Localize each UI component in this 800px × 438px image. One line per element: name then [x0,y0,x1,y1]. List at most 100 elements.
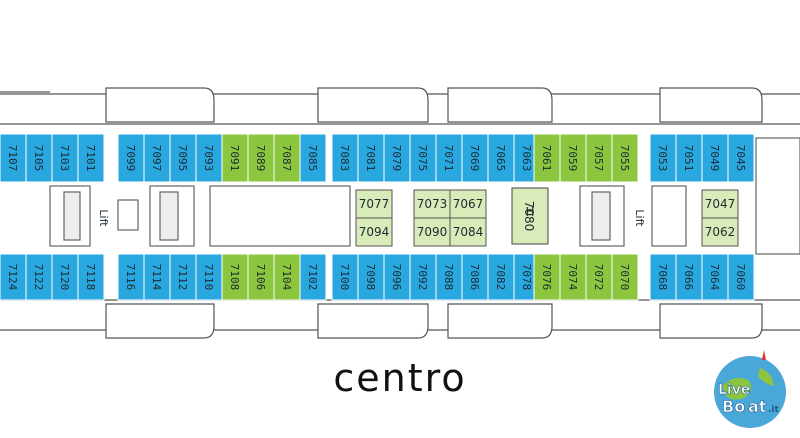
cabin-block [77,133,105,183]
cabin-7062[interactable]: 7062 [701,217,739,247]
cabin-7073[interactable]: 7073 [413,189,451,219]
cabin-7087[interactable]: 7087 [273,133,301,183]
cabin-7064[interactable]: 7064 [701,253,729,301]
cabin-number: 7104 [280,264,293,291]
cabin-7094[interactable]: 7094 [355,217,393,247]
cabin-7045[interactable]: 7045 [727,133,755,183]
cabin-block [533,253,561,301]
cabin-7120[interactable]: 7120 [51,253,79,301]
cabin-7072[interactable]: 7072 [585,253,613,301]
cabin-block [299,133,327,183]
cabin-number: 7078 [520,264,533,291]
cabin-7104[interactable]: 7104 [273,253,301,301]
cabin-7081[interactable]: 7081 [357,133,385,183]
cabin-7089[interactable]: 7089 [247,133,275,183]
cabin-7082[interactable]: 7082 [487,253,515,301]
cabin-7118[interactable]: 7118 [77,253,105,301]
cabin-7077[interactable]: 7077 [355,189,393,219]
cabin-7065[interactable]: 7065 [487,133,515,183]
cabin-block [247,253,275,301]
handicap-cabin[interactable]: H 7080 [511,187,549,245]
logo-land [722,378,752,400]
cabin-block [195,253,223,301]
cabin-7091[interactable]: 7091 [221,133,249,183]
cabin-block [383,253,411,301]
lift-shaft-left [117,199,139,231]
aft-service-area [755,137,800,255]
cabin-7088[interactable]: 7088 [435,253,463,301]
cabin-7075[interactable]: 7075 [409,133,437,183]
cabin-7068[interactable]: 7068 [649,253,677,301]
cabin-7061[interactable]: 7061 [533,133,561,183]
cabin-7103[interactable]: 7103 [51,133,79,183]
cabin-7110[interactable]: 7110 [195,253,223,301]
cabin-7070[interactable]: 7070 [611,253,639,301]
cabin-7051[interactable]: 7051 [675,133,703,183]
cabin-number: 7051 [682,145,695,172]
cabin-number: 7061 [540,145,553,172]
cabin-7074[interactable]: 7074 [559,253,587,301]
logo-text-live: Live [718,382,750,398]
cabin-number: 7114 [150,264,163,291]
cabin-block [611,253,639,301]
cabin-block [559,253,587,301]
cabin-number: 7064 [708,264,721,291]
cabin-7071[interactable]: 7071 [435,133,463,183]
cabin-7112[interactable]: 7112 [169,253,197,301]
cabin-7114[interactable]: 7114 [143,253,171,301]
cabin-block [487,133,515,183]
cabin-7102[interactable]: 7102 [299,253,327,301]
cabin-7079[interactable]: 7079 [383,133,411,183]
inner-cabin-number: 7094 [359,225,390,239]
lifeboats-bottom [105,303,763,339]
cabin-number: 7089 [254,145,267,172]
cabin-7095[interactable]: 7095 [169,133,197,183]
cabin-7124[interactable]: 7124 [0,253,27,301]
cabin-7053[interactable]: 7053 [649,133,677,183]
cabin-7083[interactable]: 7083 [331,133,359,183]
cabin-7067[interactable]: 7067 [449,189,487,219]
cabin-7100[interactable]: 7100 [331,253,359,301]
cabin-block [0,133,27,183]
corridor-structures [49,137,800,255]
cabin-block [143,253,171,301]
cabin-number: 7116 [124,264,137,291]
cabin-7047[interactable]: 7047 [701,189,739,219]
cabin-7086[interactable]: 7086 [461,253,489,301]
cabin-number: 7101 [84,145,97,172]
liveboat-logo: Live Bo at .it [714,350,786,428]
cabin-7066[interactable]: 7066 [675,253,703,301]
cabin-7097[interactable]: 7097 [143,133,171,183]
cabin-7116[interactable]: 7116 [117,253,145,301]
cabin-7069[interactable]: 7069 [461,133,489,183]
cabin-number: 7071 [442,145,455,172]
cabin-7085[interactable]: 7085 [299,133,327,183]
cabin-7106[interactable]: 7106 [247,253,275,301]
handicap-letter: H [525,205,534,219]
cabin-7101[interactable]: 7101 [77,133,105,183]
cabin-7084[interactable]: 7084 [449,217,487,247]
cabin-7049[interactable]: 7049 [701,133,729,183]
cabin-7059[interactable]: 7059 [559,133,587,183]
cabin-7090[interactable]: 7090 [413,217,451,247]
cabin-number: 7102 [306,264,319,291]
cabin-7099[interactable]: 7099 [117,133,145,183]
cabin-7060[interactable]: 7060 [727,253,755,301]
cabin-number: 7093 [202,145,215,172]
cabin-7055[interactable]: 7055 [611,133,639,183]
cabin-7105[interactable]: 7105 [25,133,53,183]
cabin-7122[interactable]: 7122 [25,253,53,301]
cabin-7108[interactable]: 7108 [221,253,249,301]
cabin-7098[interactable]: 7098 [357,253,385,301]
cabin-7057[interactable]: 7057 [585,133,613,183]
cabin-7076[interactable]: 7076 [533,253,561,301]
cabin-7093[interactable]: 7093 [195,133,223,183]
logo-text-at: at [748,397,767,416]
cabin-7107[interactable]: 7107 [0,133,27,183]
cabin-block [383,133,411,183]
cabin-7092[interactable]: 7092 [409,253,437,301]
cabin-7096[interactable]: 7096 [383,253,411,301]
cabin-number: 7105 [32,145,45,172]
